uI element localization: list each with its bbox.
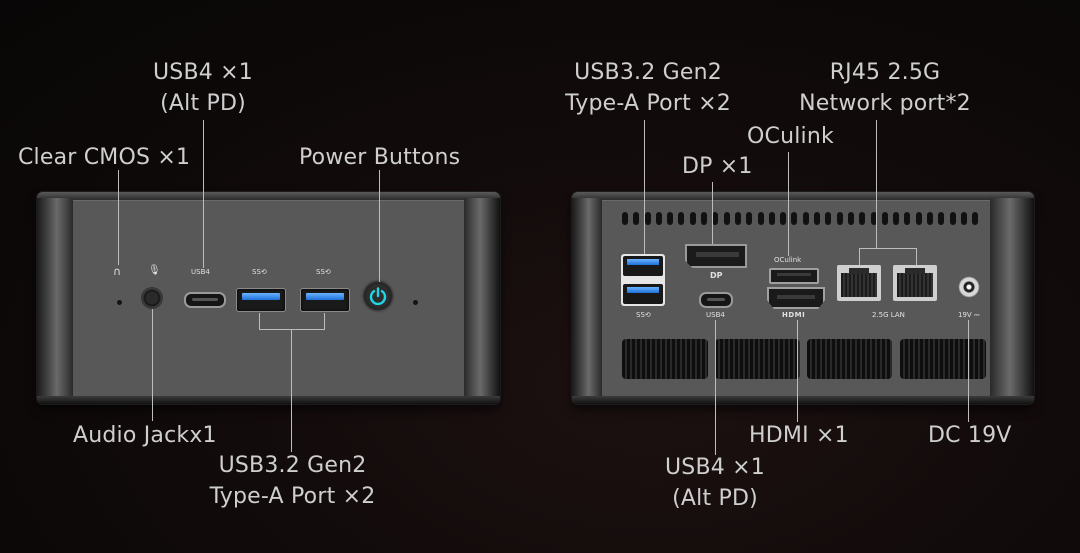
power-icon (369, 287, 387, 306)
device-bottom-edge (37, 396, 500, 404)
leader-line-dp (712, 182, 713, 244)
front-panel-device (37, 192, 500, 404)
leader-line-oculink (788, 152, 789, 256)
power-button[interactable] (364, 282, 392, 310)
dc-power-jack[interactable] (958, 276, 980, 298)
leader-line-clear-cmos (118, 170, 119, 265)
label-rj45: RJ45 2.5G Network port*2 (799, 60, 971, 116)
label-hdmi: HDMI ×1 (749, 423, 849, 448)
oculink-panel-label: OCulink (774, 256, 802, 264)
rj45-bracket-right (916, 248, 917, 265)
label-oculink: OCulink (747, 124, 834, 149)
dp-panel-label: DP (710, 271, 723, 280)
leader-line-power (379, 170, 380, 282)
leader-line-usb4-rear (715, 320, 716, 455)
label-clear-cmos: Clear CMOS ×1 (18, 145, 191, 170)
label-dc: DC 19V (928, 423, 1012, 448)
bracket-right (324, 313, 325, 329)
device-top-edge (572, 192, 1034, 200)
label-usb32-front: USB3.2 Gen2 Type-A Port ×2 (209, 453, 376, 509)
indicator-hole (413, 300, 418, 305)
label-usb32-rear: USB3.2 Gen2 Type-A Port ×2 (565, 60, 731, 116)
rj45-port-2[interactable] (893, 265, 937, 301)
ss-usb-logo-rear: SS⟲ (636, 311, 651, 319)
leader-line-usb4-front (203, 120, 204, 268)
left-side-rail (572, 198, 602, 398)
vent-grille-3 (807, 339, 892, 379)
dc-panel-label: 19V ⎓ (958, 311, 980, 319)
rj45-bracket-left (859, 248, 860, 265)
bracket-left (259, 313, 260, 329)
leader-line-usb32-rear (644, 120, 645, 254)
ss-usb-logo-2: SS⟲ (316, 268, 331, 276)
vent-grille-2 (715, 339, 800, 379)
usb4-port-rear[interactable] (699, 292, 733, 308)
headphone-icon: ∩ (113, 265, 122, 278)
vent-grille-1 (622, 339, 708, 379)
usb4-panel-label: USB4 (191, 268, 210, 276)
leader-line-rj45 (876, 120, 877, 248)
usb-a-stack-rear (621, 254, 665, 306)
usb-a-port-rear-2[interactable] (623, 284, 663, 304)
usb4-rear-panel-label: USB4 (706, 311, 725, 319)
usb4-port-front[interactable] (184, 292, 226, 308)
device-bottom-edge (572, 396, 1034, 404)
leader-line-hdmi (797, 320, 798, 422)
oculink-port[interactable] (769, 268, 819, 284)
leader-line-audio (152, 309, 153, 421)
rj45-bracket-top (859, 248, 917, 249)
right-side-rail (990, 198, 1034, 398)
audio-jack-port[interactable] (141, 287, 163, 309)
leader-line-usb32-front (291, 329, 292, 452)
rj45-port-1[interactable] (837, 265, 881, 301)
bracket-base (259, 329, 325, 330)
right-side-rail (464, 198, 500, 398)
hdmi-port[interactable] (767, 287, 825, 309)
microphone-icon: 🎙 (148, 265, 161, 276)
usb-a-port-front-2[interactable] (300, 288, 350, 312)
clear-cmos-hole[interactable] (117, 300, 122, 305)
lan-panel-label: 2.5G LAN (872, 311, 905, 319)
label-audio-jack: Audio Jackx1 (73, 423, 217, 448)
usb-a-port-rear-1[interactable] (623, 256, 663, 276)
displayport-port[interactable] (685, 244, 747, 268)
usb-a-port-front-1[interactable] (236, 288, 286, 312)
vent-grille-4 (900, 339, 986, 379)
leader-line-dc (968, 320, 969, 422)
left-side-rail (37, 198, 73, 398)
hdmi-panel-label: HDMI (782, 311, 806, 319)
label-usb4-front: USB4 ×1 (Alt PD) (153, 60, 253, 116)
top-vent-slots (622, 212, 979, 225)
ss-usb-logo-1: SS⟲ (252, 268, 267, 276)
label-dp: DP ×1 (682, 154, 753, 179)
device-top-edge (37, 192, 500, 200)
label-power-buttons: Power Buttons (299, 145, 461, 170)
label-usb4-rear: USB4 ×1 (Alt PD) (665, 455, 765, 511)
